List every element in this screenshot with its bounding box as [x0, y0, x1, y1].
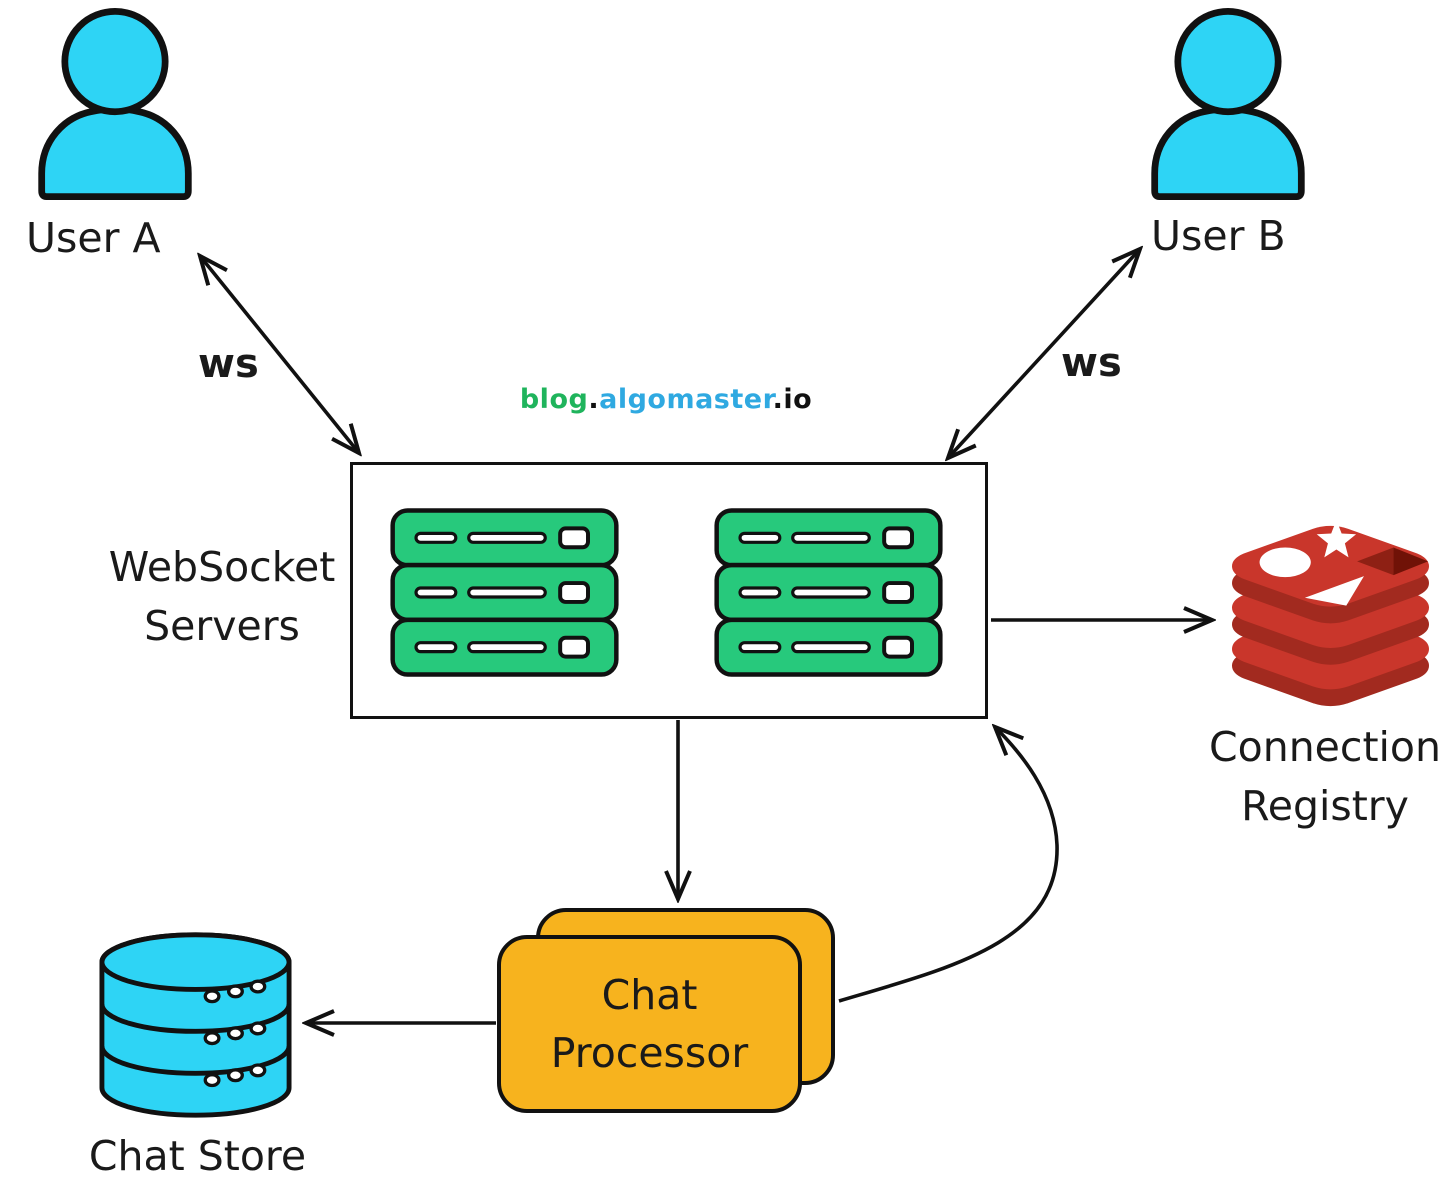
user-a-label: User A: [26, 214, 161, 262]
websocket-servers-label: WebSocket Servers: [72, 538, 372, 656]
redis-star-shape: [1316, 519, 1357, 558]
watermark-algomaster: algomaster: [599, 384, 773, 415]
user-b-icon: [1151, 8, 1305, 200]
watermark: blog.algomaster.io: [446, 384, 886, 415]
person-head: [61, 8, 169, 116]
redis-slab-top: [1232, 525, 1429, 607]
cylinder-top: [99, 932, 292, 992]
chat-processor-label-line1: Chat: [601, 971, 698, 1019]
redis-hole-right: [1393, 547, 1429, 576]
person-body: [1151, 105, 1305, 200]
watermark-dot2: .: [772, 384, 784, 415]
database-cylinder-icon: [99, 932, 292, 1118]
websocket-servers-label-line2: Servers: [144, 602, 300, 650]
person-body: [38, 105, 192, 200]
websocket-servers-label-line1: WebSocket: [108, 543, 336, 591]
connection-registry-label-line1: Connection: [1209, 723, 1441, 771]
arrow-processor-websocket-curved: [838, 727, 1059, 1003]
cylinder-separator: [99, 1045, 292, 1076]
user-b-label: User B: [1151, 212, 1286, 260]
person-head: [1174, 8, 1282, 116]
server-rack-icon-2: [714, 508, 943, 677]
redis-hole-left: [1357, 547, 1394, 576]
watermark-dot1: .: [588, 384, 600, 415]
redis-triangle-shape: [1304, 576, 1364, 606]
ws-label-left: ws: [198, 341, 259, 387]
redis-circle-shape: [1259, 547, 1311, 578]
connection-registry-label-line2: Registry: [1241, 782, 1409, 830]
watermark-io: io: [783, 384, 813, 415]
watermark-blog: blog: [519, 384, 589, 415]
cylinder-separator: [99, 1003, 292, 1034]
ws-label-right: ws: [1061, 340, 1122, 386]
chat-processor-label-line2: Processor: [550, 1029, 749, 1077]
chat-store-label: Chat Store: [88, 1132, 307, 1180]
chat-processor-node: Chat Processor: [497, 935, 802, 1113]
server-rack-icon-1: [390, 508, 619, 677]
connection-registry-label: Connection Registry: [1185, 718, 1456, 836]
user-a-icon: [38, 8, 192, 200]
redis-stack-icon: [1232, 519, 1429, 707]
